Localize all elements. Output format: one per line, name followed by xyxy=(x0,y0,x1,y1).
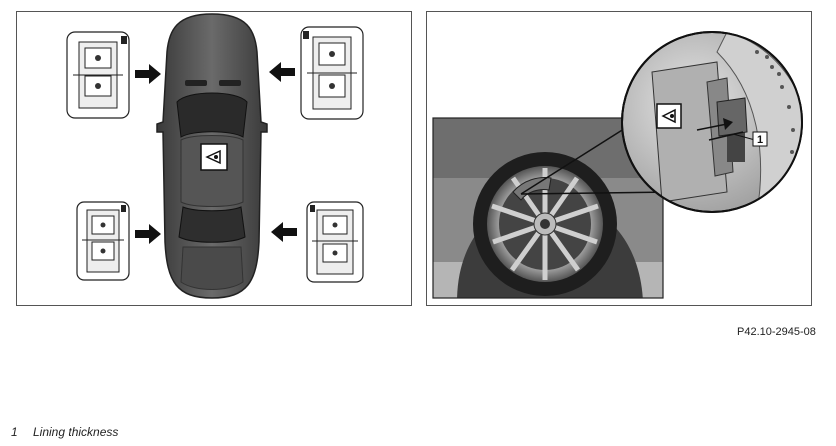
lining-thickness-indicator xyxy=(696,118,756,141)
arrow-icon xyxy=(135,224,161,244)
arrow-icon xyxy=(271,222,297,242)
arrow-icon xyxy=(135,64,161,84)
brake-caliper-front-left xyxy=(66,31,130,119)
zoom-connector-line xyxy=(520,126,628,195)
brake-caliper-front-right xyxy=(300,26,364,120)
visual-inspection-icon xyxy=(200,143,228,171)
vehicle-top-view-illustration xyxy=(66,13,364,299)
vehicle-top-view-panel xyxy=(16,11,412,306)
zoom-connector-line xyxy=(520,191,678,195)
callout-number: 1 xyxy=(757,134,763,146)
legend: 1 Lining thickness xyxy=(11,425,118,439)
brake-caliper-rear-right xyxy=(306,201,364,283)
wheel-detail-panel: 1 xyxy=(426,11,812,306)
wheel-photo xyxy=(432,117,664,299)
arrow-icon xyxy=(269,62,295,82)
legend-item-number: 1 xyxy=(11,425,18,439)
figure-code: P42.10-2945-08 xyxy=(737,326,816,338)
callout-1: 1 xyxy=(752,131,768,147)
zoom-detail-circle xyxy=(621,31,803,213)
legend-item-text: Lining thickness xyxy=(33,425,119,439)
brake-caliper-rear-left xyxy=(76,201,130,281)
visual-inspection-icon xyxy=(656,103,682,129)
wheel-detail-illustration: 1 xyxy=(432,31,803,299)
